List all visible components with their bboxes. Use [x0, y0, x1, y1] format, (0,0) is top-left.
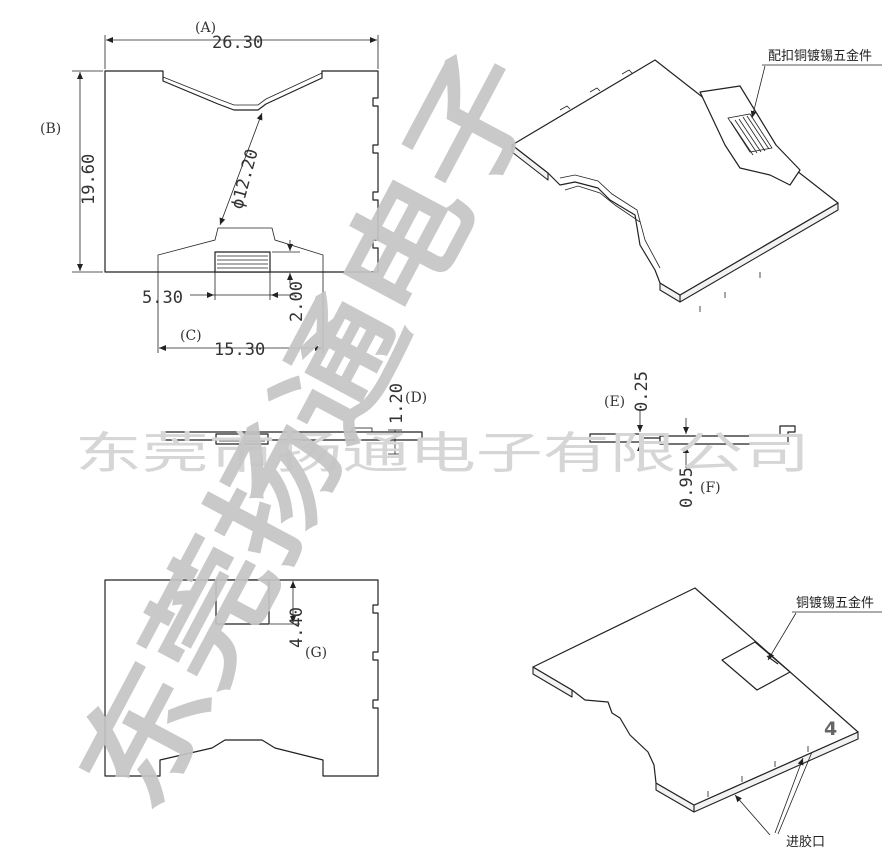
iso-top-plate — [511, 59, 839, 296]
isometric-view-bottom: 铜镀锡五金件 4 进胶口 — [532, 587, 882, 850]
label-c: (C) — [180, 328, 202, 344]
dim-thickness-d: 1.20 — [387, 383, 407, 424]
dim-height-b: 19.60 — [79, 154, 99, 205]
bottom-metal-window — [215, 579, 270, 625]
dim-height-g: 4.40 — [287, 607, 307, 648]
bottom-view: 4.40 (G) — [104, 579, 379, 777]
iso-clip-pads — [727, 113, 773, 156]
callout-gate: 进胶口 — [786, 834, 825, 850]
side-plate-left — [161, 431, 423, 441]
side-view-left: 1.20 (D) — [161, 383, 427, 455]
label-f: (F) — [700, 480, 721, 496]
dim-gold-finger-width: 5.30 — [142, 288, 183, 308]
label-b: (B) — [40, 121, 61, 137]
page-number: 4 — [824, 718, 837, 740]
dim-width-c: 15.30 — [214, 340, 265, 360]
dim-thickness-e: 0.25 — [632, 371, 652, 412]
side-pad-left — [215, 433, 269, 445]
iso-bottom-plate — [532, 587, 859, 806]
gold-finger-pads — [214, 251, 271, 273]
callout-top-part: 配扣铜镀锡五金件 — [768, 48, 872, 64]
plate-outline-bottom-view — [104, 579, 379, 777]
side-view-right: (E) 0.25 0.95 (F) — [589, 371, 796, 508]
top-view-front: (A) 26.30 (B) 19.60 ϕ12.20 5.30 2.00 (C)… — [40, 20, 379, 360]
bottom-tab-outline — [157, 227, 324, 272]
dim-thickness-f: 0.95 — [677, 467, 697, 508]
label-e: (E) — [604, 394, 625, 410]
label-d: (D) — [405, 390, 427, 406]
dim-gold-finger-height: 2.00 — [287, 281, 307, 322]
iso-bottom-metal-window — [721, 641, 791, 691]
watermark-company-line: 东莞市扬通电子有限公司 — [75, 428, 810, 479]
notch-inner-edge — [162, 72, 323, 106]
callout-bottom-part: 铜镀锡五金件 — [796, 595, 874, 611]
isometric-view-top: 配扣铜镀锡五金件 — [511, 48, 882, 312]
label-g: (G) — [305, 645, 327, 661]
label-a: (A) — [195, 20, 216, 36]
dim-width-a: 26.30 — [212, 33, 263, 53]
